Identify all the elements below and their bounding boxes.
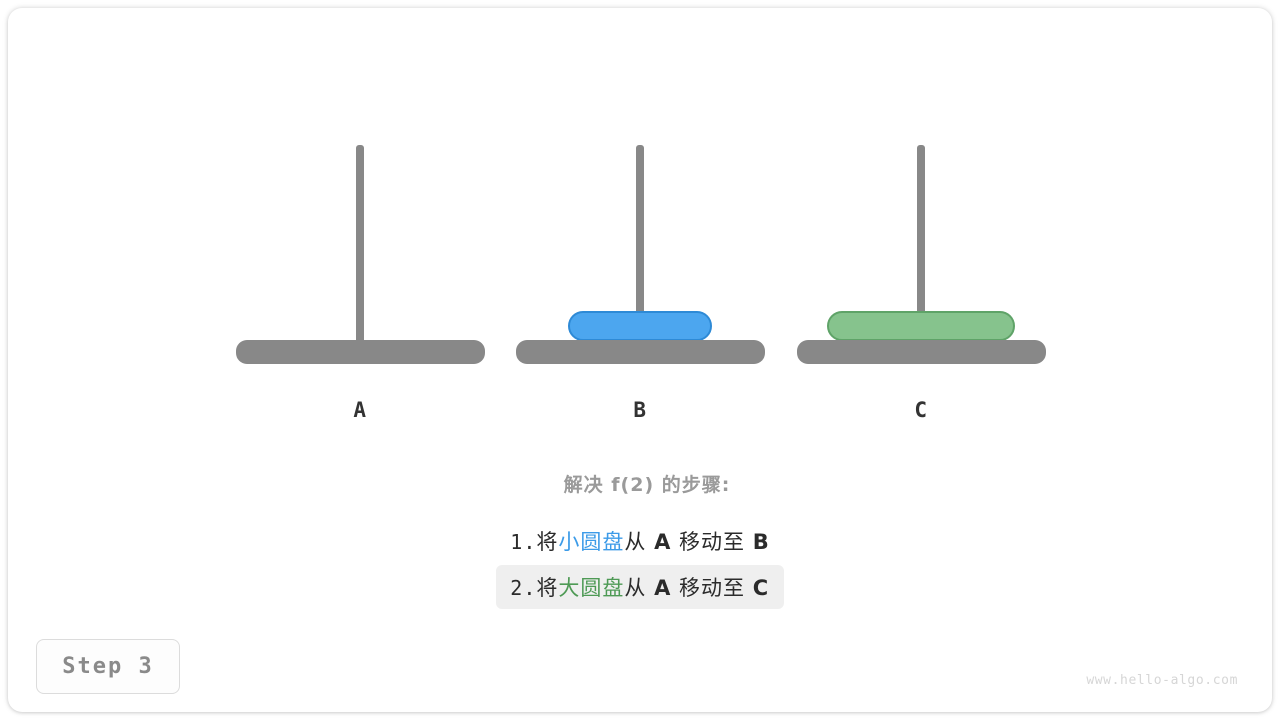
caption-block: 解决 f(2) 的步骤: 1.将小圆盘从 A 移动至 B 2.将大圆盘从 A 移… bbox=[0, 470, 1280, 611]
step-2-move-word: 移动至 bbox=[679, 576, 746, 600]
step-1-to: B bbox=[752, 530, 770, 554]
step-item-2: 2.将大圆盘从 A 移动至 C bbox=[496, 565, 784, 609]
pillar-a-label: A bbox=[353, 398, 367, 422]
step-1-number: 1. bbox=[510, 530, 537, 554]
step-1-disk: 小圆盘 bbox=[558, 530, 625, 554]
step-2-to: C bbox=[752, 576, 770, 600]
pillar-b-base bbox=[515, 340, 765, 364]
caption-title: 解决 f(2) 的步骤: bbox=[563, 474, 731, 496]
pillar-c-label: C bbox=[914, 398, 928, 422]
step-2-disk: 大圆盘 bbox=[558, 576, 625, 600]
pillar-b-label: B bbox=[633, 398, 647, 422]
step-2-from: A bbox=[654, 576, 672, 600]
step-1-prefix: 将 bbox=[536, 530, 559, 554]
steps-list: 1.将小圆盘从 A 移动至 B 2.将大圆盘从 A 移动至 C bbox=[496, 519, 784, 611]
step-badge: Step 3 bbox=[36, 639, 180, 694]
watermark: www.hello-algo.com bbox=[1086, 673, 1238, 688]
disk-large-on-c bbox=[827, 311, 1015, 341]
step-1-from-word: 从 bbox=[624, 530, 647, 554]
pillar-c-base bbox=[796, 340, 1046, 364]
step-2-from-word: 从 bbox=[624, 576, 647, 600]
pillar-c-pole bbox=[917, 145, 925, 363]
disk-small-on-b bbox=[568, 311, 712, 341]
pillar-a: A bbox=[230, 0, 490, 720]
pillar-b-pole bbox=[636, 145, 644, 363]
step-2-prefix: 将 bbox=[536, 576, 559, 600]
step-1-from: A bbox=[654, 530, 672, 554]
step-1-move-word: 移动至 bbox=[679, 530, 746, 554]
pillar-a-base bbox=[235, 340, 485, 364]
pillar-b: B bbox=[510, 0, 770, 720]
pillar-a-pole bbox=[356, 145, 364, 363]
step-item-1: 1.将小圆盘从 A 移动至 B bbox=[496, 519, 783, 563]
step-2-number: 2. bbox=[510, 576, 537, 600]
pillar-c: C bbox=[791, 0, 1051, 720]
